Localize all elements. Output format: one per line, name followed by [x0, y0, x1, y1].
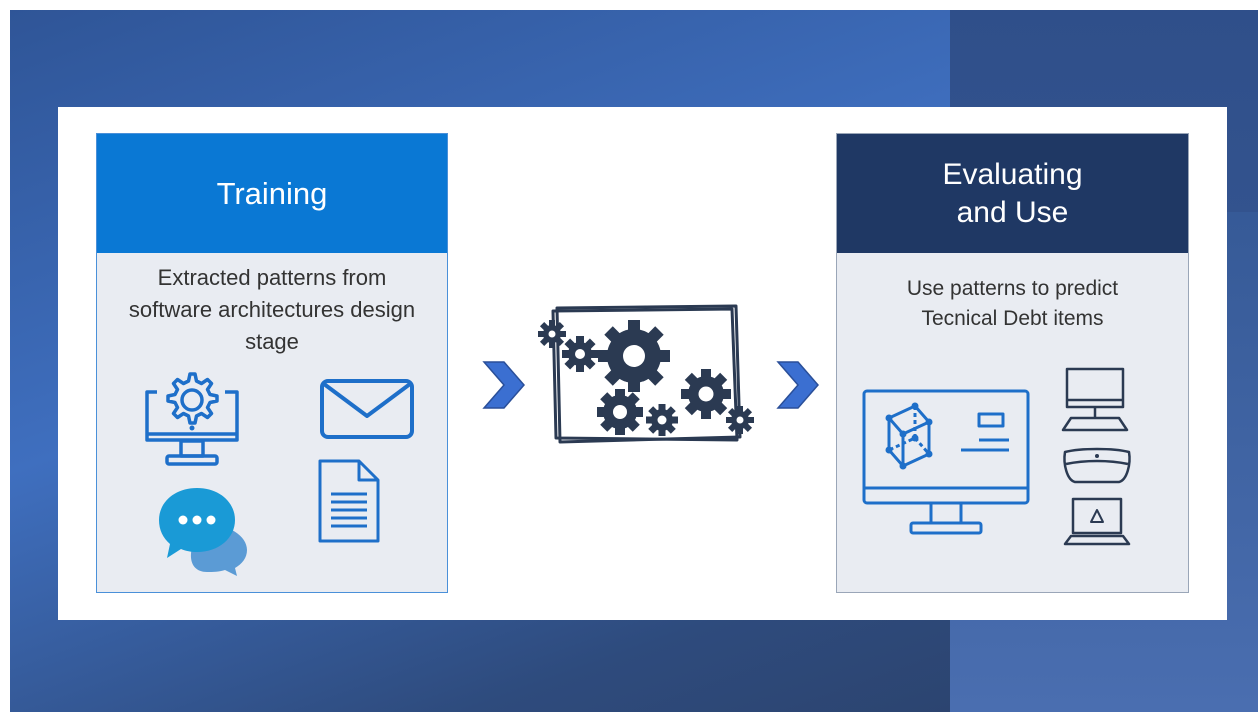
envelope-icon	[320, 379, 414, 439]
chevron-right-icon	[776, 361, 819, 409]
training-header: Training	[97, 134, 447, 253]
training-title: Training	[216, 175, 328, 211]
chat-bubbles-icon	[159, 488, 247, 576]
gears-machine-icon	[538, 304, 754, 444]
vr-headset-icon	[1063, 447, 1131, 484]
evaluating-card: Evaluating and Use Use patterns to predi…	[836, 133, 1189, 593]
monitor-gear-icon	[145, 372, 239, 466]
evaluating-title-line2: and Use	[956, 195, 1069, 229]
evaluating-description-line1: Use patterns to predict	[906, 277, 1119, 300]
evaluating-description: Use patterns to predict Tecnical Debt it…	[837, 274, 1188, 334]
document-icon	[318, 459, 380, 543]
chevron-right-icon	[482, 361, 525, 409]
training-card: Training Extracted patterns from softwar…	[96, 133, 448, 593]
evaluating-header: Evaluating and Use	[837, 134, 1188, 253]
evaluating-title-line1: Evaluating	[942, 157, 1083, 191]
training-description-text: Extracted patterns from software archite…	[128, 265, 416, 354]
desktop-computer-icon	[1061, 367, 1129, 432]
laptop-icon	[1063, 497, 1131, 546]
monitor-3d-cube-icon	[862, 389, 1030, 535]
training-description: Extracted patterns from software archite…	[97, 262, 447, 358]
evaluating-description-line2: Tecnical Debt items	[921, 307, 1104, 330]
